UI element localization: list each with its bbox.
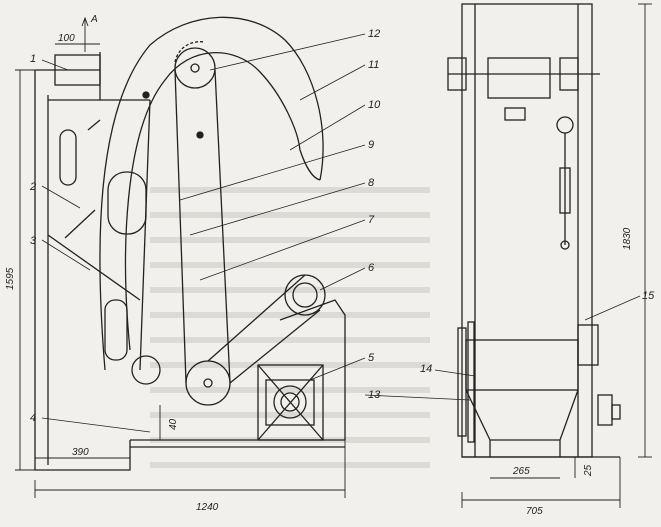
callout-13: 13 — [368, 389, 381, 401]
callout-7: 7 — [368, 214, 375, 226]
front-view-leaders — [364, 295, 641, 401]
dimension-right-base: 705 — [526, 506, 543, 517]
callout-12: 12 — [368, 28, 380, 40]
dimension-right-inner: 265 — [512, 466, 530, 477]
callout-4: 4 — [30, 412, 36, 424]
side-view — [34, 16, 346, 471]
side-view-dimensions — [15, 16, 346, 498]
callout-9: 9 — [368, 139, 374, 151]
background-text-lines — [150, 187, 430, 468]
callout-1: 1 — [30, 53, 36, 65]
dimension-top-offset: 100 — [58, 33, 75, 44]
dimension-right-height: 1830 — [622, 227, 633, 250]
callout-3: 3 — [30, 235, 37, 247]
callout-10: 10 — [368, 99, 381, 111]
callout-11: 11 — [368, 59, 379, 71]
side-view-leaders — [41, 33, 366, 433]
callout-14: 14 — [420, 363, 432, 375]
front-view — [447, 3, 621, 458]
view-marker-label: A — [90, 14, 98, 25]
callout-6: 6 — [368, 262, 375, 274]
callout-2: 2 — [29, 181, 36, 193]
dimension-gap-40: 40 — [168, 418, 179, 430]
callout-15: 15 — [642, 290, 655, 302]
callout-5: 5 — [368, 352, 375, 364]
front-view-dimensions — [461, 3, 652, 508]
dimension-bottom-width: 1240 — [196, 502, 219, 513]
dimension-right-small: 25 — [583, 464, 594, 477]
dimension-left-height: 1595 — [5, 267, 16, 290]
dimension-bottom-left: 390 — [72, 447, 89, 458]
callout-8: 8 — [368, 177, 375, 189]
